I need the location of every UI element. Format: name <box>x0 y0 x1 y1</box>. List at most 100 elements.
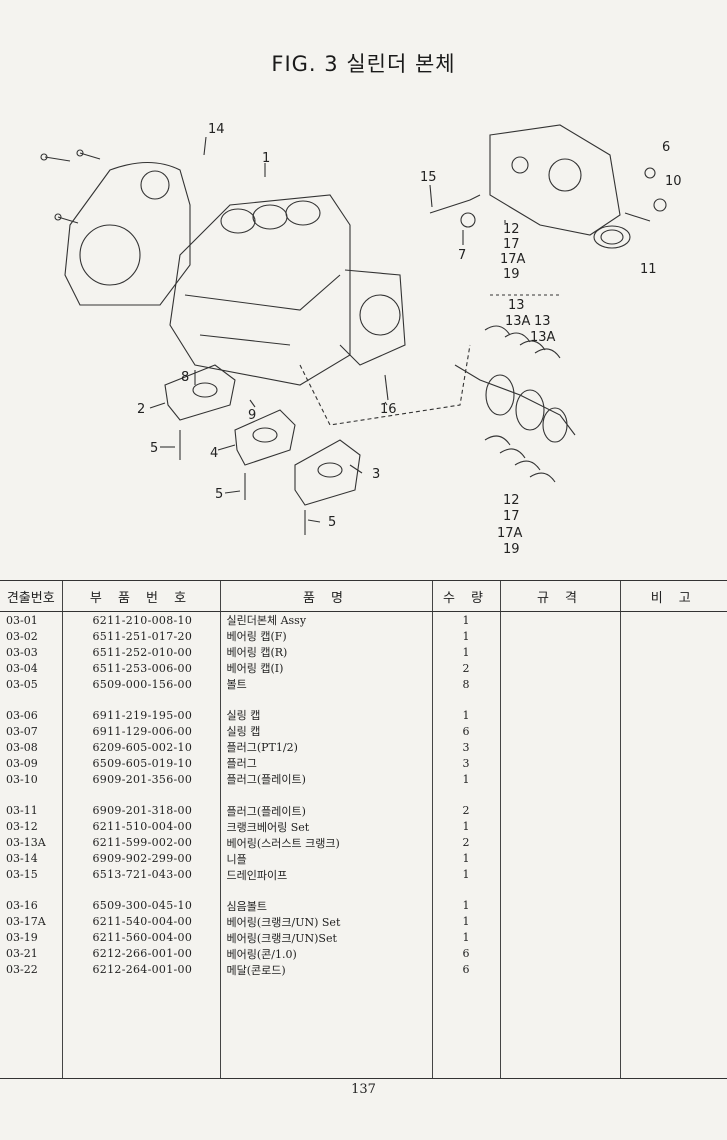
cell-spec <box>499 707 620 724</box>
drain-pipe <box>429 194 481 214</box>
callout-7: 7 <box>458 248 466 263</box>
cell-part-name: 메달(콘로드) <box>219 961 432 978</box>
callout-14: 14 <box>208 122 225 137</box>
cell-part-name: 베어링(크랭크/UN)Set <box>219 929 432 946</box>
cell-quantity: 1 <box>431 771 500 788</box>
cell-part-name: 크랭크베어링 Set <box>219 818 432 835</box>
cell-spec <box>499 866 620 883</box>
cell-quantity: 6 <box>431 723 500 740</box>
callout-4: 4 <box>210 446 218 461</box>
cell-spec <box>499 676 620 692</box>
cell-quantity: 1 <box>431 818 500 835</box>
callout-10: 10 <box>665 174 682 189</box>
cell-part-name: 베어링(스러스트 크랭크) <box>219 834 432 851</box>
cell-part-number: 6911-219-195-00 <box>61 707 220 724</box>
parts-list-table-container: 견출번호 부 품 번 호 품 명 수 량 규 격 비 고 03-01 6211-2… <box>0 580 727 1079</box>
cell-remarks <box>619 707 727 724</box>
callout-8: 8 <box>181 370 189 385</box>
cell-quantity: 1 <box>431 644 500 660</box>
cell-spec <box>499 755 620 772</box>
cell-part-name: 플러그(PT1/2) <box>219 739 432 756</box>
stud-bolt <box>384 374 389 401</box>
cell-remarks <box>619 802 727 819</box>
cell-remarks <box>619 818 727 835</box>
cell-index-number: 03-01 <box>6 613 38 627</box>
callout-19-b: 19 <box>503 542 520 557</box>
cell-remarks <box>619 945 727 962</box>
cell-index-number: 03-21 <box>6 947 38 961</box>
callout-5-b: 5 <box>215 487 223 502</box>
header-index-number: 견출번호 <box>0 580 62 612</box>
cell-quantity: 8 <box>431 676 500 692</box>
cell-spec <box>499 929 620 946</box>
cell-index-number: 03-05 <box>6 677 38 691</box>
callout-13: 13 <box>508 298 525 313</box>
cell-remarks <box>619 739 727 756</box>
cell-quantity: 1 <box>431 611 500 628</box>
cell-spec <box>499 834 620 851</box>
cell-remarks <box>619 644 727 660</box>
cell-quantity: 1 <box>431 850 500 867</box>
cell-index-number: 03-04 <box>6 661 38 675</box>
page-number: 137 <box>351 1082 376 1097</box>
cell-index-number: 03-08 <box>6 740 38 754</box>
cell-part-number: 6211-560-004-00 <box>61 929 220 946</box>
cell-remarks <box>619 866 727 883</box>
callout-19: 19 <box>503 267 520 282</box>
cell-remarks <box>619 723 727 740</box>
cell-spec <box>499 850 620 867</box>
cell-part-number: 6909-201-356-00 <box>61 771 220 788</box>
header-spec: 규 격 <box>499 580 620 612</box>
cell-quantity: 1 <box>431 929 500 946</box>
callout-11: 11 <box>640 262 657 277</box>
cell-part-number: 6211-210-008-10 <box>61 611 220 628</box>
cell-spec <box>499 897 620 914</box>
gear-housing <box>489 124 621 236</box>
cell-index-number: 03-19 <box>6 931 38 945</box>
cell-part-name: 실린더본체 Assy <box>219 611 432 628</box>
cell-spec <box>499 644 620 660</box>
callout-17a: 17A <box>500 252 526 267</box>
cell-index-number: 03-07 <box>6 724 38 738</box>
cell-index-number: 03-02 <box>6 629 38 643</box>
cell-quantity: 1 <box>431 866 500 883</box>
cell-part-name: 플러그(플레이트) <box>219 802 432 819</box>
cell-spec <box>499 739 620 756</box>
cell-remarks <box>619 850 727 867</box>
cell-spec <box>499 961 620 978</box>
callout-6: 6 <box>662 140 670 155</box>
cell-part-number: 6511-251-017-20 <box>61 628 220 644</box>
crankshaft <box>454 364 576 443</box>
cell-part-number: 6511-252-010-00 <box>61 644 220 660</box>
cell-spec <box>499 802 620 819</box>
cell-index-number: 03-06 <box>6 708 38 722</box>
cell-remarks <box>619 929 727 946</box>
cell-part-name: 베어링 캡(R) <box>219 644 432 660</box>
table-trailing-row <box>0 977 727 1079</box>
callout-3: 3 <box>372 467 380 482</box>
cell-part-number: 6509-000-156-00 <box>61 676 220 692</box>
cell-quantity: 2 <box>431 834 500 851</box>
table-header-row: 견출번호 부 품 번 호 품 명 수 량 규 격 비 고 <box>0 580 727 612</box>
cell-part-number: 6911-129-006-00 <box>61 723 220 740</box>
exploded-parts-diagram: 14 1 15 6 10 7 12 17 17A 19 11 13 13A 13… <box>40 122 682 557</box>
bearing-caps <box>164 364 361 506</box>
parts-list-table: 견출번호 부 품 번 호 품 명 수 량 규 격 비 고 03-01 6211-2… <box>0 580 727 1079</box>
cylinder-block <box>169 194 406 386</box>
bolt-group-topleft <box>40 149 101 224</box>
cell-index-number: 03-10 <box>6 772 38 786</box>
cell-quantity: 1 <box>431 897 500 914</box>
callout-9: 9 <box>248 408 256 423</box>
cell-part-name: 니플 <box>219 850 432 867</box>
cell-part-name: 실링 캡 <box>219 723 432 740</box>
table-spacer-row <box>0 787 727 803</box>
